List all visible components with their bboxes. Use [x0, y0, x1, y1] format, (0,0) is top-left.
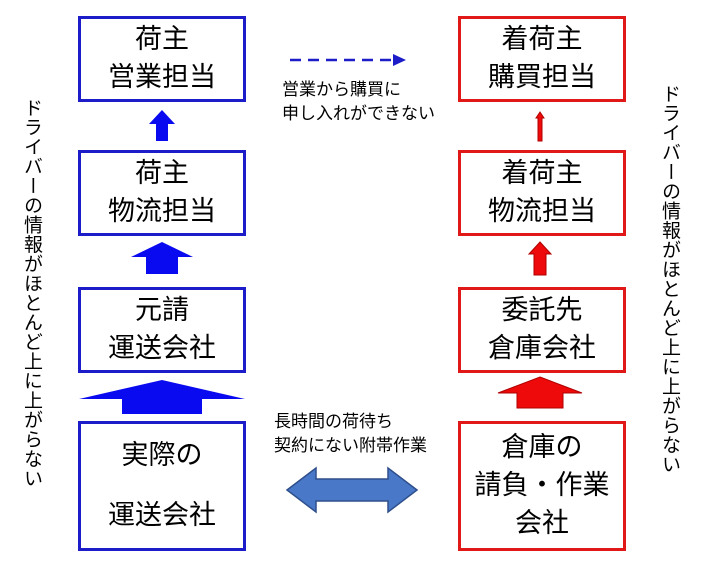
bottom-middle-note: 長時間の荷待ち 契約にない附帯作業: [274, 410, 427, 458]
right-side-label: ドライバーの情報がほとんど上に上がらない: [659, 84, 681, 474]
note-line: 申し入れができない: [282, 104, 435, 124]
double-arrow-icon: [285, 466, 419, 514]
box-line: 実際の: [121, 440, 203, 471]
box-line: 会社: [515, 508, 569, 539]
box-line: 物流担当: [108, 196, 216, 227]
up-arrow-icon: [535, 111, 545, 142]
warehouse-contractor-box: 倉庫の 請負・作業 会社: [458, 421, 626, 551]
dashed-arrow-head-icon: [393, 54, 406, 66]
box-line: 着荷主: [501, 158, 583, 189]
actual-carrier-box: 実際の 運送会社: [78, 421, 246, 551]
box-line: 荷主: [135, 24, 189, 55]
up-arrow-icon: [497, 376, 583, 409]
box-line: 営業担当: [108, 62, 216, 93]
box-line: 運送会社: [108, 500, 216, 531]
consignee-logistics-box: 着荷主 物流担当: [458, 150, 626, 236]
box-line: 購買担当: [488, 62, 596, 93]
box-line: 請負・作業: [474, 470, 610, 501]
box-line: 倉庫会社: [488, 333, 596, 364]
prime-carrier-box: 元請 運送会社: [78, 287, 246, 373]
box-line: 委託先: [501, 295, 583, 326]
box-line: 倉庫の: [501, 432, 583, 463]
note-line: 長時間の荷待ち: [274, 412, 393, 432]
box-line: 元請: [135, 295, 189, 326]
shipper-logistics-box: 荷主 物流担当: [78, 150, 246, 236]
top-middle-note: 営業から購買に 申し入れができない: [282, 78, 435, 126]
box-line: 着荷主: [501, 24, 583, 55]
consignee-purchasing-box: 着荷主 購買担当: [458, 16, 626, 102]
up-arrow-icon: [527, 241, 553, 276]
box-line: 運送会社: [108, 333, 216, 364]
contracted-warehouse-box: 委託先 倉庫会社: [458, 287, 626, 373]
note-line: 契約にない附帯作業: [274, 436, 427, 456]
up-arrow-icon: [131, 242, 193, 274]
left-side-label: ドライバーの情報がほとんど上に上がらない: [21, 98, 43, 488]
shipper-sales-box: 荷主 営業担当: [78, 16, 246, 102]
box-line: 荷主: [135, 158, 189, 189]
note-line: 営業から購買に: [282, 80, 401, 100]
up-arrow-icon: [149, 110, 175, 141]
up-arrow-icon: [79, 380, 245, 414]
box-line: 物流担当: [488, 196, 596, 227]
